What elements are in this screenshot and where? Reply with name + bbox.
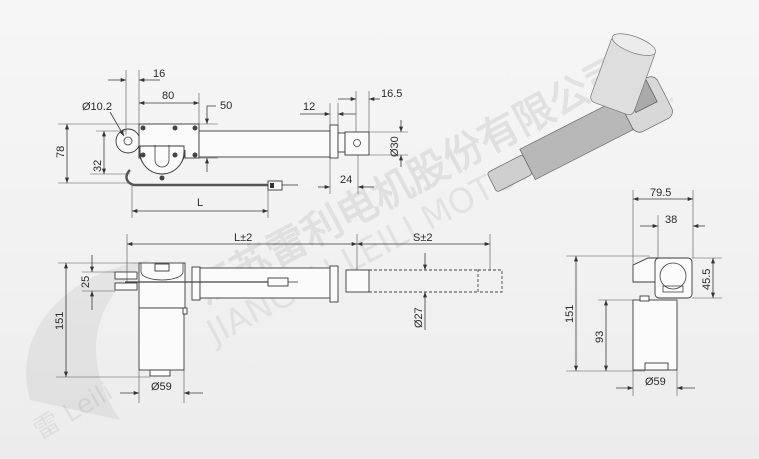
extended-rod-outline (477, 269, 503, 293)
dim-d10-2: Ø10.2 (82, 101, 112, 113)
dim-25: 25 (80, 276, 92, 288)
cable (125, 169, 268, 187)
top-view: 16 80 50 Ø10.2 78 32 12 16.5 Ø30 (55, 68, 408, 218)
outer-tube (198, 130, 331, 158)
dim-l-tol: L±2 (234, 232, 252, 244)
dim-16-5: 16.5 (381, 88, 402, 100)
dim-l: L (197, 197, 203, 209)
gear-wheel (115, 128, 141, 154)
watermark: 雷 Leili 江苏雷利电机股份有限公司 JIANGSU LEILI MOTOR… (26, 48, 681, 446)
dim-d59-end: Ø59 (645, 376, 666, 388)
dim-16: 16 (153, 68, 165, 80)
dim-79-5: 79.5 (650, 187, 671, 199)
dim-50: 50 (220, 100, 232, 112)
perspective-motor (590, 33, 657, 116)
dim-93: 93 (594, 331, 606, 343)
dim-45-5: 45.5 (701, 269, 713, 290)
dim-d59: Ø59 (151, 381, 172, 393)
rod-end (344, 131, 370, 156)
logo-swoosh-icon (26, 260, 150, 420)
dim-151-end: 151 (564, 305, 576, 323)
dim-80: 80 (162, 90, 174, 102)
rod-side (345, 269, 370, 293)
motor-side (138, 307, 185, 371)
motor-end (632, 299, 678, 371)
dim-38: 38 (665, 214, 677, 226)
dim-s-tol: S±2 (413, 232, 433, 244)
connector (267, 180, 283, 191)
dim-78: 78 (55, 146, 67, 158)
outer-tube-side (199, 267, 331, 299)
dim-d30: Ø30 (389, 136, 401, 157)
dim-32: 32 (92, 160, 104, 172)
tube-collar (329, 124, 339, 159)
dim-12: 12 (303, 101, 315, 113)
end-view: 79.5 38 45.5 151 93 Ø59 (564, 187, 722, 396)
side-view: L±2 S±2 151 25 Ø59 Ø27 (54, 232, 503, 403)
dim-24: 24 (340, 174, 352, 186)
dim-d27: Ø27 (413, 307, 425, 328)
dim-151: 151 (54, 312, 66, 330)
